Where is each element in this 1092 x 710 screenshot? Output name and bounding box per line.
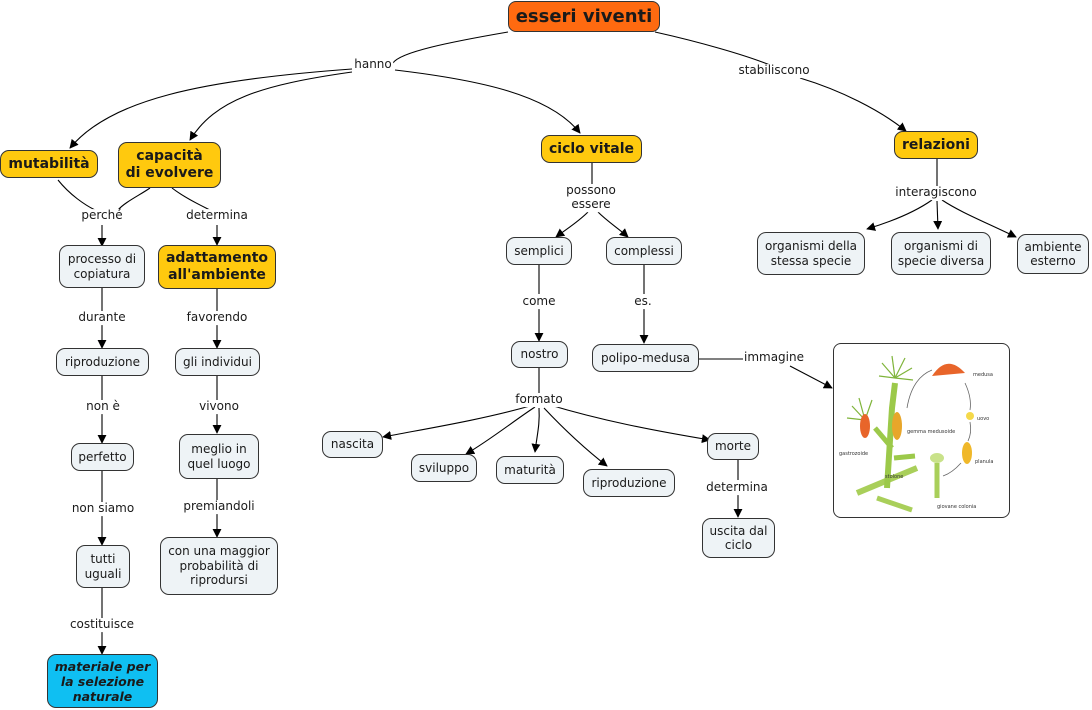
image-label-gemma-medusoide: gemma medusoide bbox=[907, 429, 955, 435]
link-label-stabiliscono[interactable]: stabiliscono bbox=[737, 63, 811, 78]
link-root-stabiliscono bbox=[654, 31, 771, 66]
concept-esseri-viventi[interactable]: esseri viventi bbox=[508, 1, 660, 32]
link-label-es[interactable]: es. bbox=[633, 294, 653, 309]
link-interagiscono-stessa bbox=[866, 199, 933, 231]
concept-processo-di-copiatura[interactable]: processo di copiatura bbox=[59, 245, 145, 288]
concept-complessi[interactable]: complessi bbox=[606, 237, 682, 265]
link-stabiliscono-relazioni bbox=[799, 77, 907, 132]
link-label-determina-left[interactable]: determina bbox=[185, 208, 249, 223]
link-possono-semplici bbox=[555, 211, 589, 238]
link-formato-riproduzione bbox=[543, 407, 608, 467]
concept-ciclo-vitale[interactable]: ciclo vitale bbox=[541, 135, 642, 163]
link-label-durante[interactable]: durante bbox=[77, 310, 127, 325]
link-label-favorendo[interactable]: favorendo bbox=[185, 310, 249, 325]
concept-ambiente-esterno[interactable]: ambiente esterno bbox=[1017, 234, 1089, 274]
concept-morte[interactable]: morte bbox=[707, 433, 759, 460]
link-formato-nascita bbox=[382, 405, 531, 440]
concept-sviluppo[interactable]: sviluppo bbox=[411, 454, 477, 482]
link-label-determina-right[interactable]: determina bbox=[705, 480, 769, 495]
link-formato-maturita bbox=[531, 407, 541, 453]
link-label-costituisce[interactable]: costituisce bbox=[68, 617, 136, 632]
concept-semplici[interactable]: semplici bbox=[506, 237, 572, 265]
concept-relazioni[interactable]: relazioni bbox=[894, 131, 978, 159]
link-hanno-capacita bbox=[189, 71, 353, 141]
concept-gli-individui[interactable]: gli individui bbox=[175, 348, 260, 376]
concept-maggior-probabilita[interactable]: con una maggior probabilità di riprodurs… bbox=[160, 537, 278, 595]
image-label-gastrozoide: gastrozoide bbox=[839, 451, 868, 457]
link-label-immagine[interactable]: immagine bbox=[742, 350, 806, 365]
link-label-formato[interactable]: formato bbox=[514, 392, 564, 407]
link-label-come[interactable]: come bbox=[521, 294, 557, 309]
link-label-hanno[interactable]: hanno bbox=[353, 57, 393, 72]
link-root-hanno bbox=[392, 31, 509, 64]
link-capacita-perche bbox=[117, 187, 151, 211]
link-mutabilita-perche bbox=[57, 179, 96, 211]
link-label-interagiscono[interactable]: interagiscono bbox=[894, 185, 978, 200]
concept-organismi-specie-diversa[interactable]: organismi di specie diversa bbox=[891, 232, 991, 275]
link-label-vivono[interactable]: vivono bbox=[198, 399, 240, 414]
image-label-stolone: stolone bbox=[885, 474, 903, 480]
link-interagiscono-diversa bbox=[933, 200, 943, 230]
link-hanno-ciclo bbox=[394, 69, 581, 134]
concept-nostro[interactable]: nostro bbox=[511, 341, 568, 368]
concept-perfetto[interactable]: perfetto bbox=[71, 443, 134, 471]
concept-mutabilita[interactable]: mutabilità bbox=[0, 150, 98, 178]
image-polipo-medusa-cycle[interactable]: medusa uovo planula giovane colonia stol… bbox=[833, 343, 1010, 518]
link-label-possono-essere[interactable]: possono essere bbox=[565, 183, 617, 212]
link-possono-complessi bbox=[597, 211, 629, 238]
image-label-medusa: medusa bbox=[973, 372, 993, 378]
concept-riproduzione-left[interactable]: riproduzione bbox=[56, 348, 149, 376]
link-label-perche[interactable]: perché bbox=[80, 208, 124, 223]
concept-maturita[interactable]: maturità bbox=[496, 456, 564, 484]
link-formato-morte bbox=[549, 404, 711, 444]
concept-capacita-di-evolvere[interactable]: capacità di evolvere bbox=[118, 142, 221, 188]
concept-uscita-dal-ciclo[interactable]: uscita dal ciclo bbox=[702, 518, 775, 558]
image-label-uovo: uovo bbox=[977, 416, 989, 422]
concept-adattamento[interactable]: adattamento all'ambiente bbox=[158, 245, 276, 289]
link-hanno-mutabilita bbox=[69, 68, 353, 149]
concept-materiale-selezione-naturale[interactable]: materiale per la selezione naturale bbox=[47, 654, 158, 708]
link-interagiscono-ambiente bbox=[941, 199, 1017, 238]
image-label-planula: planula bbox=[975, 459, 993, 465]
concept-riproduzione-center[interactable]: riproduzione bbox=[583, 469, 675, 497]
concept-meglio-in-quel-luogo[interactable]: meglio in quel luogo bbox=[179, 434, 259, 479]
link-immagine-image bbox=[789, 365, 833, 389]
concept-organismi-stessa-specie[interactable]: organismi della stessa specie bbox=[757, 232, 865, 275]
concept-nascita[interactable]: nascita bbox=[322, 431, 383, 458]
link-label-premiandoli[interactable]: premiandoli bbox=[182, 499, 256, 514]
lifecycle-illustration: medusa uovo planula giovane colonia stol… bbox=[839, 355, 993, 513]
link-label-non-e[interactable]: non è bbox=[85, 399, 121, 414]
concept-polipo-medusa[interactable]: polipo-medusa bbox=[592, 344, 699, 372]
link-formato-sviluppo bbox=[465, 406, 536, 455]
link-capacita-determina bbox=[171, 187, 211, 211]
image-label-giovane-colonia: giovane colonia bbox=[937, 504, 976, 510]
link-label-non-siamo[interactable]: non siamo bbox=[70, 501, 136, 516]
concept-tutti-uguali[interactable]: tutti uguali bbox=[76, 545, 130, 588]
